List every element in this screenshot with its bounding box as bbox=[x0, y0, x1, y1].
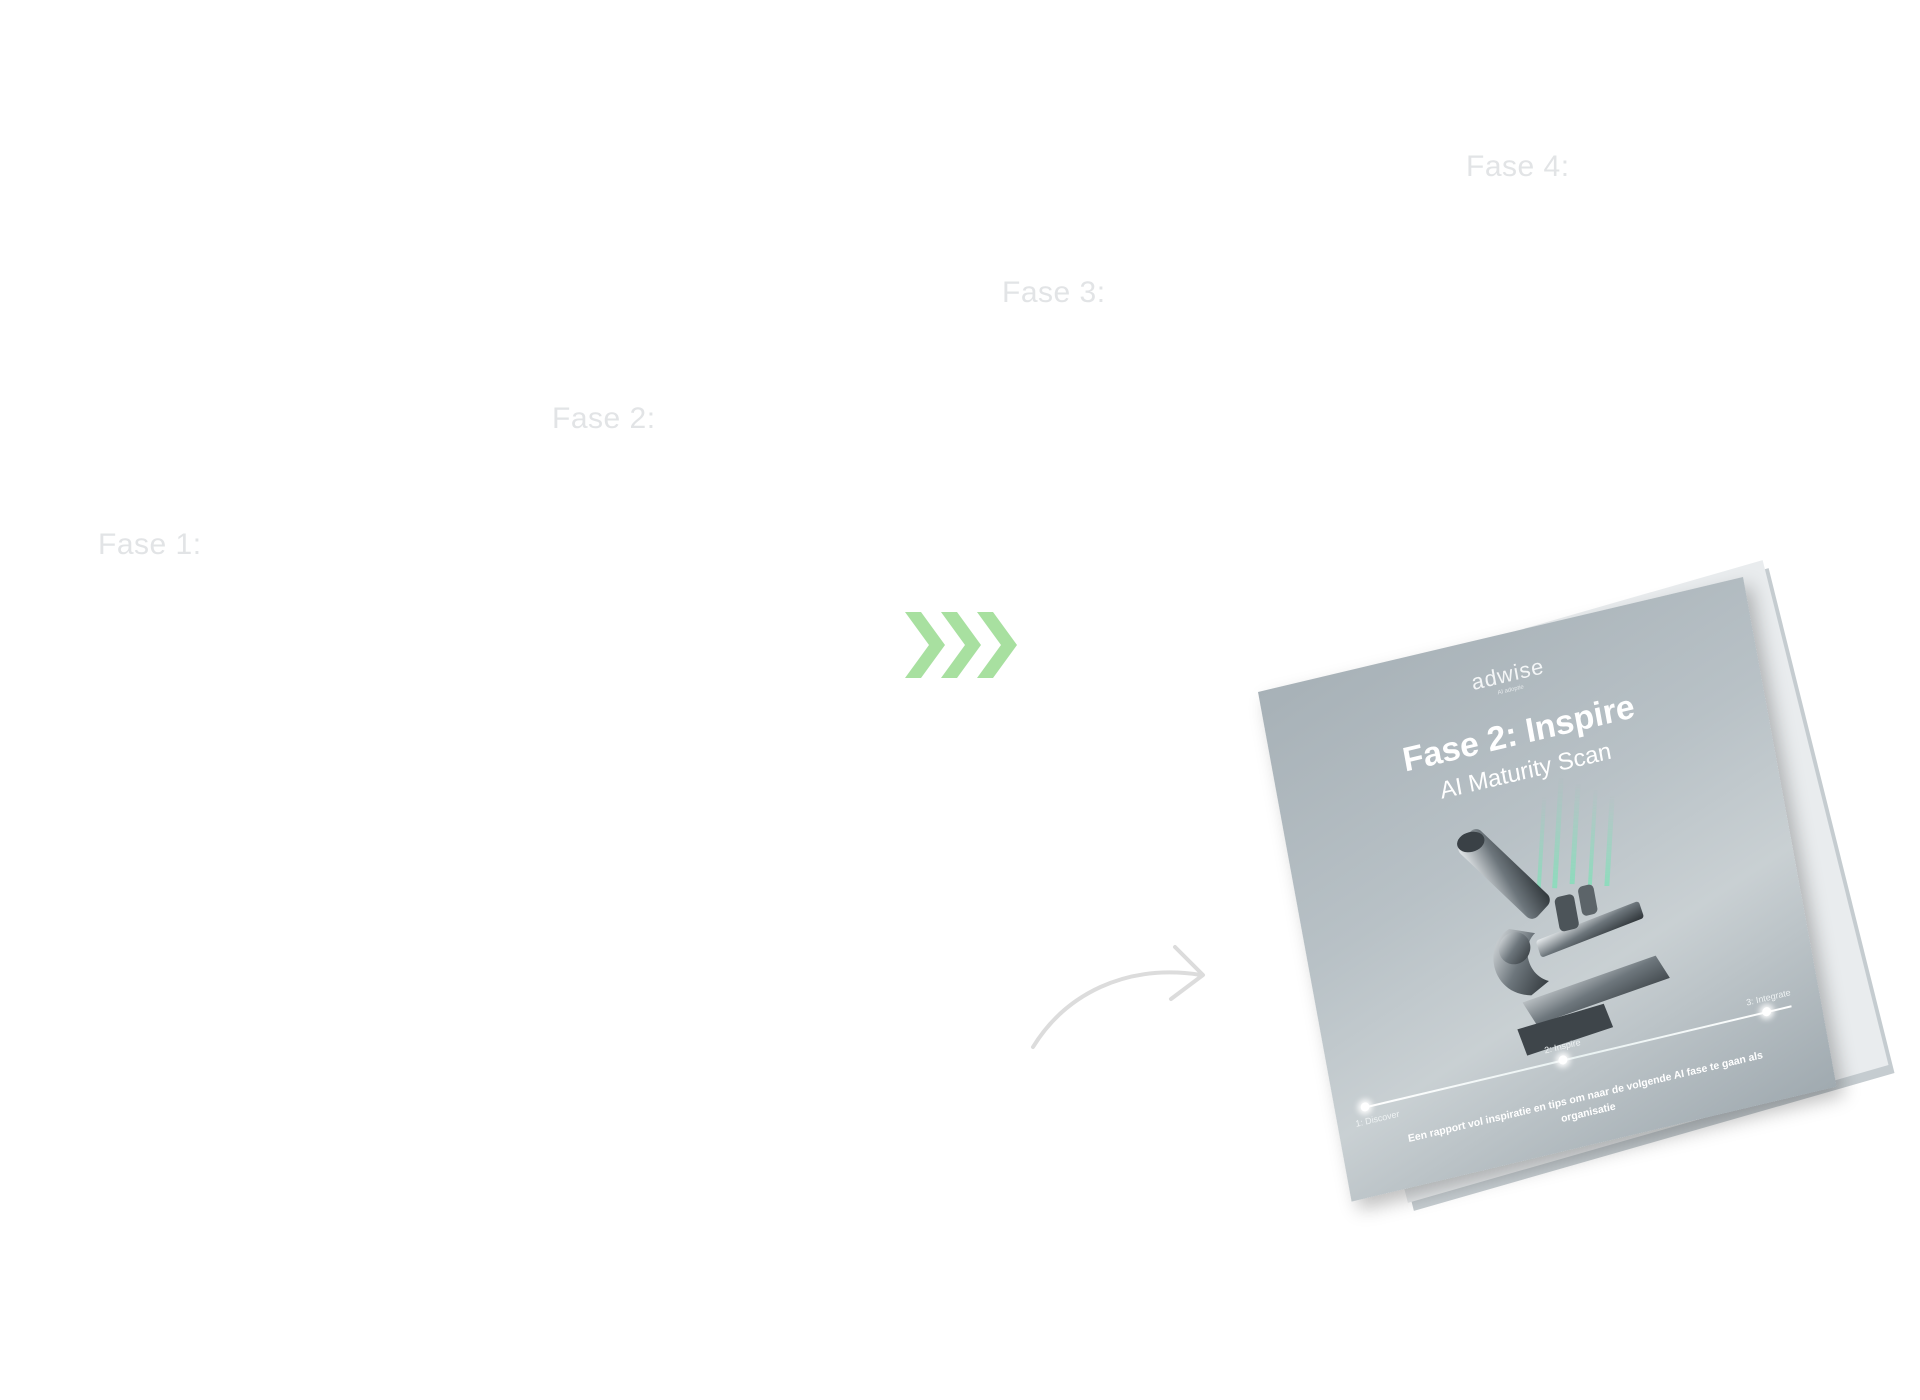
report-brochure: adwise AI adoptie Fase 2: Inspire AI Mat… bbox=[1258, 560, 1895, 1232]
curved-arrow-icon bbox=[1025, 935, 1215, 1060]
timeline-dot bbox=[1359, 1101, 1371, 1113]
phase-1-label: Fase 1: bbox=[98, 528, 202, 561]
timeline-dot bbox=[1761, 1006, 1772, 1018]
timeline-label: 3: Integrate bbox=[1745, 987, 1792, 1008]
timeline-label: 1: Discover bbox=[1354, 1108, 1401, 1129]
phase-2-label: Fase 2: bbox=[552, 402, 656, 435]
microscope-icon bbox=[1416, 753, 1698, 1078]
phase-3-label: Fase 3: bbox=[1002, 276, 1106, 309]
timeline-dot bbox=[1557, 1054, 1569, 1066]
triple-chevron-right-icon bbox=[905, 612, 1025, 683]
brochure-cover: adwise AI adoptie Fase 2: Inspire AI Mat… bbox=[1258, 577, 1837, 1202]
phase-4-label: Fase 4: bbox=[1466, 150, 1570, 183]
